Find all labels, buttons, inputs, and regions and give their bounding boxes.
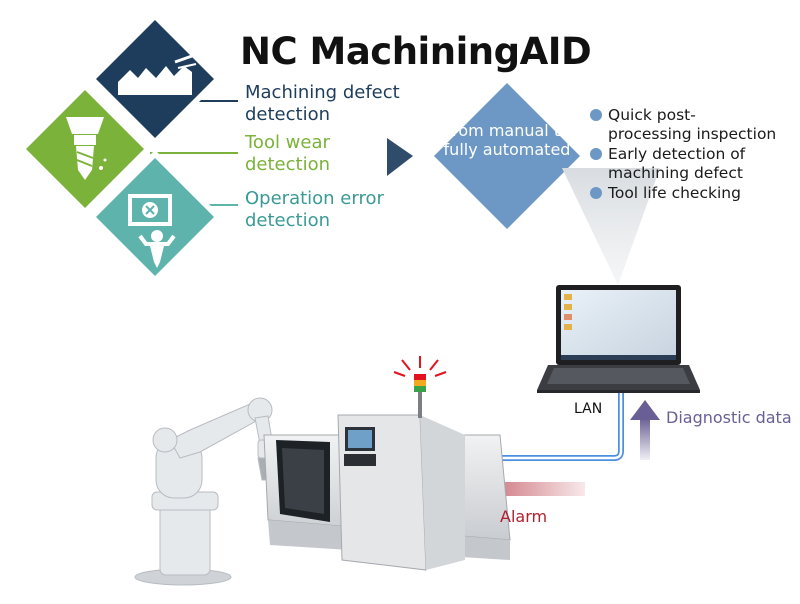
alarm-label: Alarm (500, 507, 548, 526)
benefit-item: Quick post-processing inspection (590, 106, 778, 144)
label-machining-defect: Machining defect detection (245, 82, 400, 125)
benefit-text: Early detection of machining defect (608, 145, 746, 182)
lan-cable (360, 393, 624, 461)
machined-part-icon (118, 54, 197, 95)
label-tool-wear: Tool wear detection (245, 132, 331, 175)
page-title: NC MachiningAID (240, 30, 592, 73)
diagnostic-data-label: Diagnostic data (666, 408, 792, 427)
machining-defect-diamond (88, 12, 222, 146)
tool-wear-diamond (18, 82, 152, 216)
benefit-text: Tool life checking (608, 184, 741, 202)
machine-tool-icon (263, 390, 511, 571)
bullet-dot-icon (590, 109, 602, 121)
label-operation-error: Operation error detection (245, 188, 384, 231)
transition-diamond (434, 83, 580, 229)
funnel-shape (562, 168, 660, 285)
transition-text: From manual to fully automated (443, 121, 571, 159)
diagnostic-arrow (630, 400, 660, 460)
robot-arm-icon (134, 397, 277, 586)
bullet-dot-icon (590, 148, 602, 160)
flow-arrow (387, 138, 413, 176)
laptop-icon (537, 285, 700, 393)
tool-bit-icon (66, 117, 107, 180)
operation-error-diamond (88, 150, 222, 284)
benefit-item: Early detection of machining defect (590, 145, 778, 183)
operator-error-icon (128, 194, 176, 268)
benefit-text: Quick post-processing inspection (608, 106, 777, 143)
lan-label: LAN (574, 401, 603, 417)
benefits-list: Quick post-processing inspection Early d… (590, 106, 778, 204)
warning-light-icon (393, 356, 447, 392)
benefit-item: Tool life checking (590, 184, 778, 203)
bullet-dot-icon (590, 187, 602, 199)
